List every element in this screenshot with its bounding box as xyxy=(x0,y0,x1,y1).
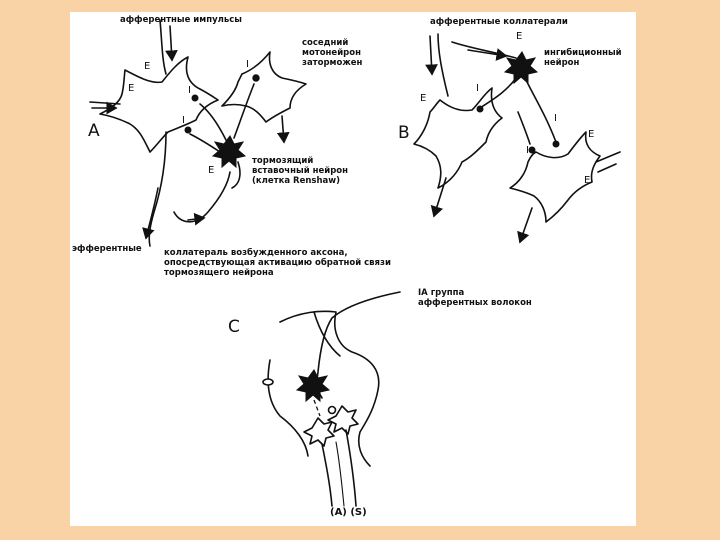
renshaw-axon-3 xyxy=(189,133,221,153)
afferent-left-a xyxy=(89,101,121,105)
panel-a-efferent-label: эфферентные xyxy=(72,244,142,254)
inhibitory-link xyxy=(313,399,321,417)
motoneuron-b1 xyxy=(413,87,503,189)
afferent-right-b2 xyxy=(597,163,617,173)
gray-matter-outline xyxy=(279,310,380,467)
renshaw-axon-1 xyxy=(199,103,227,141)
afferent-arrow-b xyxy=(425,35,438,76)
marker-i-b2: I xyxy=(554,113,557,124)
marker-e-b4: E xyxy=(584,175,591,186)
neighbor-synapse xyxy=(252,74,260,82)
motoneuron-c2 xyxy=(327,405,359,435)
marker-e-b3: E xyxy=(588,129,595,140)
ventral-root-a xyxy=(321,443,333,507)
renshaw-axon-2 xyxy=(233,83,255,139)
afferent-collateral-arrow-b xyxy=(467,48,508,61)
synapse-b2 xyxy=(552,140,560,148)
synapse-c xyxy=(327,405,337,415)
collateral-loop-a xyxy=(173,171,231,223)
marker-e-b1: E xyxy=(516,31,523,42)
afferent-fiber-b xyxy=(437,33,449,97)
panel-a-drawing xyxy=(89,19,307,247)
panel-a-inhibitory-label: тормозящий вставочный нейрон (клетка Ren… xyxy=(252,156,348,186)
axon-b1 xyxy=(430,177,447,218)
ia-inhibitory-neuron xyxy=(295,369,331,403)
motoneuron-b2 xyxy=(509,131,601,223)
marker-i-a2: I xyxy=(246,59,249,70)
ventral-root-inner xyxy=(335,441,345,507)
afferent-arrow-a xyxy=(165,25,178,62)
marker-i-a3: I xyxy=(182,115,185,126)
gray-matter-left xyxy=(267,359,309,457)
axon-b2 xyxy=(517,207,533,244)
ventral-root-s xyxy=(345,429,357,507)
panel-a-neighbor-label: соседний мотонейрон заторможен xyxy=(302,38,363,68)
renshaw-cell xyxy=(211,135,247,169)
panel-c-letter: C xyxy=(228,317,240,337)
motoneuron-a xyxy=(99,56,219,153)
motoneuron-synapse-a2 xyxy=(184,126,192,134)
collateral-b2 xyxy=(517,111,531,145)
neural-circuit-figure xyxy=(89,19,621,507)
inhibitory-neuron-b xyxy=(503,51,539,85)
renshaw-input xyxy=(231,161,241,189)
panel-b-drawing xyxy=(413,33,621,244)
neighbor-axon xyxy=(276,115,290,144)
synapse-b1 xyxy=(476,105,484,113)
panel-a-afferent-label: афферентные импульсы xyxy=(120,15,242,25)
motoneuron-synapse-a1 xyxy=(191,94,199,102)
panel-b-inhibitory-label: ингибиционный нейрон xyxy=(544,48,622,68)
panel-b-letter: B xyxy=(398,123,410,143)
panel-b-afferent-label: афферентные коллатерали xyxy=(430,17,568,27)
panel-a-letter: A xyxy=(88,121,100,141)
synapse-b3 xyxy=(528,146,536,154)
afferent-right-b xyxy=(595,151,621,163)
panel-c-bottom-label: (A) (S) xyxy=(330,507,367,518)
motoneuron-c1 xyxy=(303,417,335,447)
marker-i-b1: I xyxy=(476,83,479,94)
marker-i-a1: I xyxy=(188,85,191,96)
dorsal-horn xyxy=(313,311,341,357)
collateral-arrow-a xyxy=(187,212,206,226)
inhib-axon-b1 xyxy=(479,77,517,109)
marker-i-b3: I xyxy=(526,145,529,156)
marker-e-a3: E xyxy=(208,165,215,176)
neighbor-motoneuron xyxy=(221,51,307,123)
marker-e-b2: E xyxy=(420,93,427,104)
slide-canvas: A B C афферентные импульсы соседний мото… xyxy=(70,12,636,526)
panel-c-drawing xyxy=(262,291,401,507)
panel-a-collateral-label: коллатераль возбужденного аксона, опосре… xyxy=(164,248,391,278)
inhib-axon-b2 xyxy=(525,79,557,143)
efferent-arrow-a xyxy=(142,187,159,240)
afferent-fiber-a xyxy=(159,19,167,75)
panel-c-fiber-label: IA группа афферентных волокон xyxy=(418,288,532,308)
marker-e-a2: E xyxy=(128,83,135,94)
marker-e-a1: E xyxy=(144,61,151,72)
afferent-collateral-b xyxy=(451,41,517,59)
central-canal xyxy=(262,378,274,386)
